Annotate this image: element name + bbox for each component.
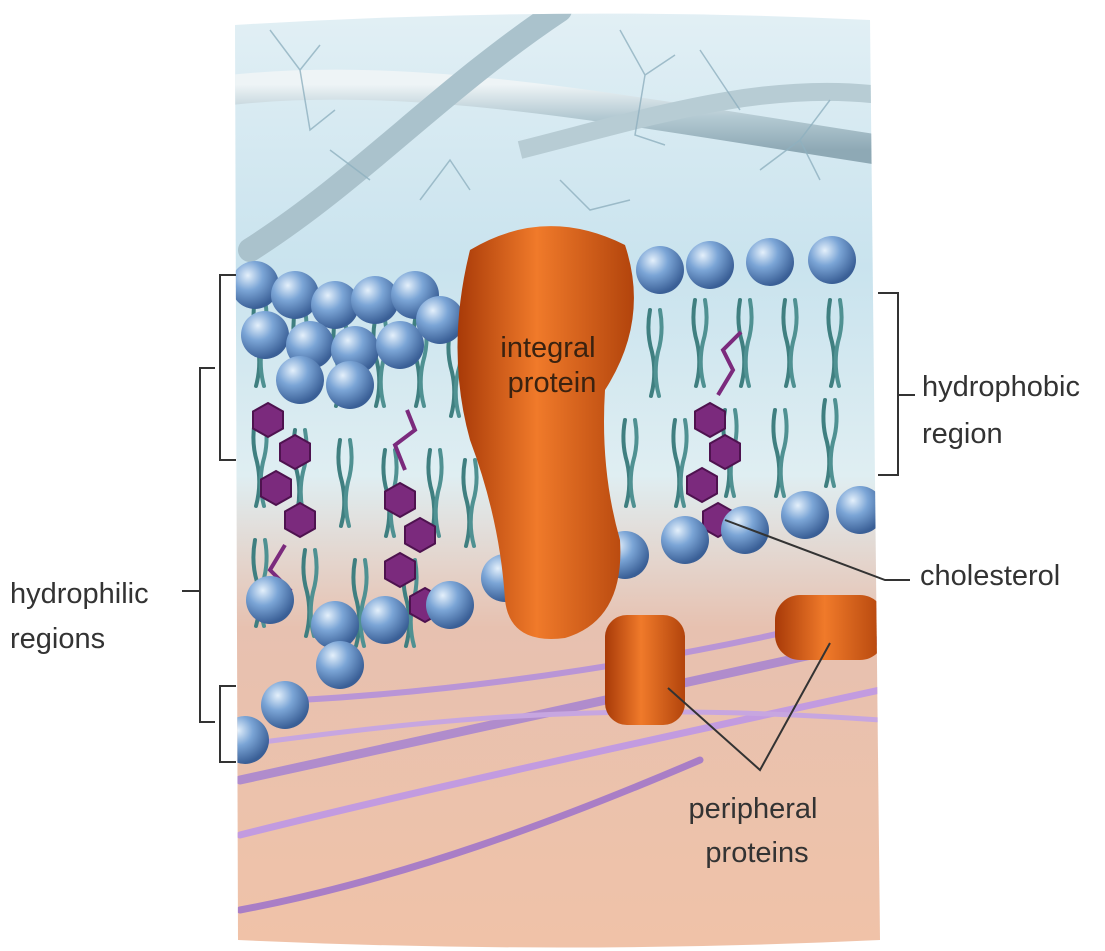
hydrophobic-region-label: hydrophobic region xyxy=(922,371,1088,450)
hydrophilic-top-bracket xyxy=(220,275,236,460)
hydrophilic-bottom-bracket xyxy=(220,686,236,762)
hydrophobic-region-bracket xyxy=(878,293,915,475)
hydrophilic-regions-label: hydrophilic regions xyxy=(10,578,157,655)
cholesterol-label: cholesterol xyxy=(920,560,1060,592)
hydrophilic-regions-bracket xyxy=(182,368,215,722)
